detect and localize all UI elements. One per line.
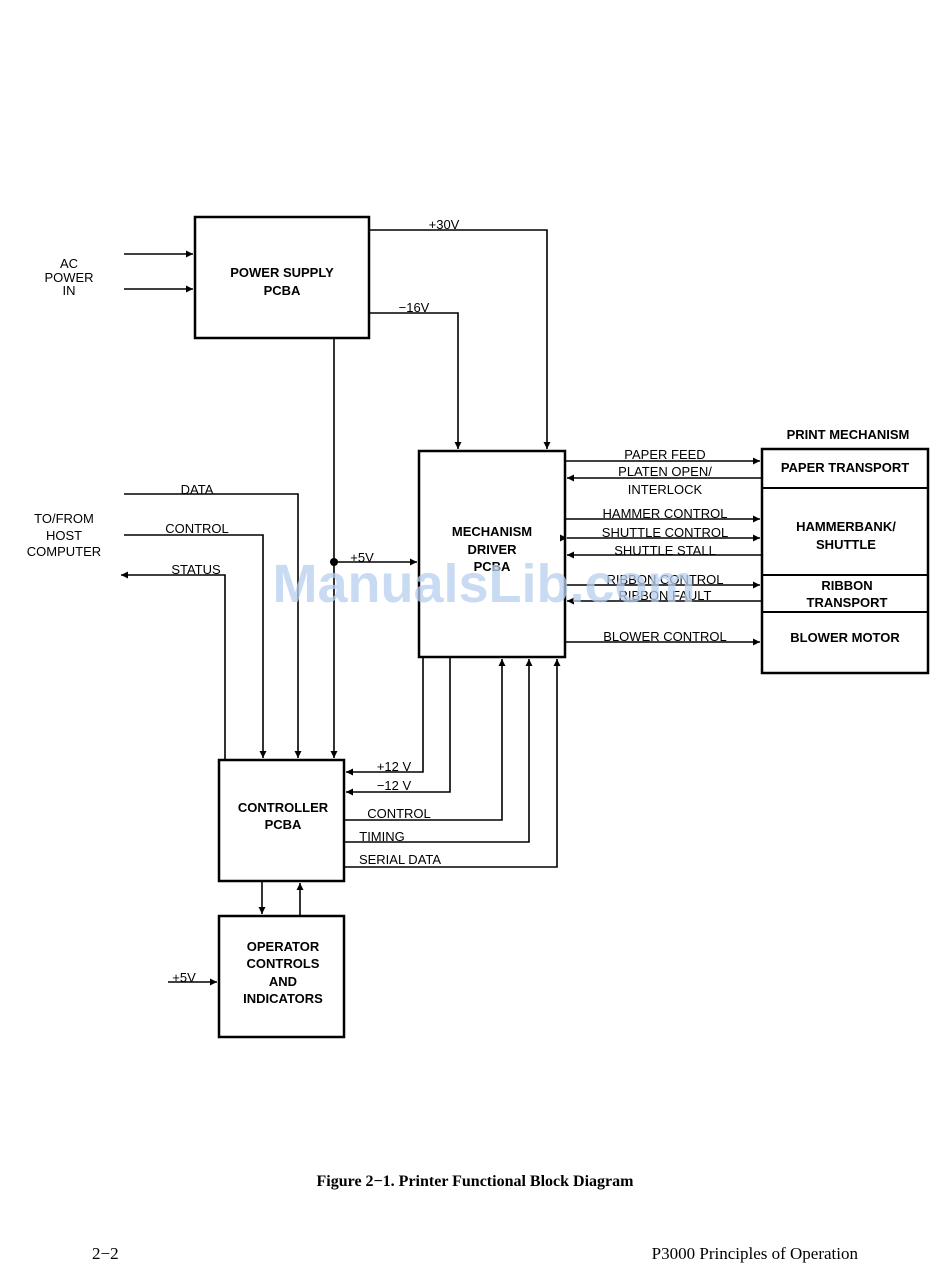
serial-data-label: SERIAL DATA — [359, 852, 441, 867]
minus12v-line — [346, 657, 451, 796]
operator-label-1: OPERATOR — [247, 939, 320, 954]
blower-control-label: BLOWER CONTROL — [603, 629, 727, 644]
controller-label-2: PCBA — [265, 817, 302, 832]
timing-label: TIMING — [359, 829, 405, 844]
svg-text:TO/FROM: TO/FROM — [34, 511, 94, 526]
svg-text:AC: AC — [60, 256, 78, 271]
mechanism-driver-label-2: DRIVER — [467, 542, 517, 557]
mechanism-driver-label-3: PCBA — [474, 559, 511, 574]
paper-feed-label: PAPER FEED — [624, 447, 705, 462]
plus30v-line — [369, 229, 551, 449]
minus12v-label: −12 V — [377, 778, 412, 793]
minus16v-line — [369, 312, 462, 449]
host-computer-label: TO/FROM HOST COMPUTER — [27, 511, 101, 559]
print-mechanism-title: PRINT MECHANISM — [787, 427, 910, 442]
status-label: STATUS — [171, 562, 221, 577]
operator-label-4: INDICATORS — [243, 991, 323, 1006]
svg-text:IN: IN — [63, 283, 76, 298]
mechanism-driver-label-1: MECHANISM — [452, 524, 532, 539]
mechanism-driver-block: MECHANISM DRIVER PCBA — [417, 449, 567, 659]
data-line — [124, 493, 302, 758]
platen-open-label-2: INTERLOCK — [628, 482, 703, 497]
platen-open-label-1: PLATEN OPEN/ — [618, 464, 712, 479]
svg-text:POWER: POWER — [44, 270, 93, 285]
ribbon-transport-label-2: TRANSPORT — [807, 595, 888, 610]
plus5v-op-label: +5V — [172, 970, 196, 985]
power-supply-label-1: POWER SUPPLY — [230, 265, 334, 280]
plus5v-bus-label: +5V — [350, 550, 374, 565]
page-number: 2−2 — [92, 1244, 119, 1263]
hammer-control-label: HAMMER CONTROL — [603, 506, 728, 521]
ac-power-in-label: AC POWER IN — [44, 256, 93, 298]
power-supply-block: POWER SUPPLY PCBA — [193, 215, 371, 340]
ribbon-transport-label-1: RIBBON — [821, 578, 872, 593]
operator-label-2: CONTROLS — [247, 956, 320, 971]
ribbon-fault-label: RIBBON FAULT — [619, 588, 712, 603]
document-title: P3000 Principles of Operation — [652, 1244, 859, 1263]
blower-motor-label: BLOWER MOTOR — [790, 630, 900, 645]
operator-controls-block: OPERATOR CONTROLS AND INDICATORS — [217, 914, 346, 1039]
ribbon-control-label: RIBBON CONTROL — [606, 572, 723, 587]
figure-caption: Figure 2−1. Printer Functional Block Dia… — [317, 1173, 635, 1190]
watermark: ManualsLib.com — [272, 554, 695, 614]
shuttle-control-label: SHUTTLE CONTROL — [602, 525, 728, 540]
plus12v-line — [346, 657, 424, 776]
control-host-label: CONTROL — [165, 521, 229, 536]
plus30v-label: +30V — [429, 217, 460, 232]
control-mech-line — [344, 659, 506, 821]
hammerbank-label-1: HAMMERBANK/ — [796, 519, 896, 534]
power-supply-label-2: PCBA — [264, 283, 301, 298]
svg-text:COMPUTER: COMPUTER — [27, 544, 101, 559]
serial-data-line — [344, 659, 561, 868]
status-line — [121, 571, 226, 760]
controller-block: CONTROLLER PCBA — [217, 758, 346, 883]
shuttle-stall-label: SHUTTLE STALL — [614, 543, 716, 558]
timing-line — [344, 659, 533, 843]
controller-label-1: CONTROLLER — [238, 800, 329, 815]
hammerbank-label-2: SHUTTLE — [816, 537, 876, 552]
minus16v-label: −16V — [399, 300, 430, 315]
data-label: DATA — [181, 482, 214, 497]
paper-transport-label: PAPER TRANSPORT — [781, 460, 909, 475]
operator-label-3: AND — [269, 974, 297, 989]
plus12v-label: +12 V — [377, 759, 412, 774]
control-host-line — [124, 534, 267, 758]
print-mechanism-block: PRINT MECHANISM PAPER TRANSPORT HAMMERBA… — [760, 427, 930, 675]
control-mech-label: CONTROL — [367, 806, 431, 821]
svg-text:HOST: HOST — [46, 528, 82, 543]
